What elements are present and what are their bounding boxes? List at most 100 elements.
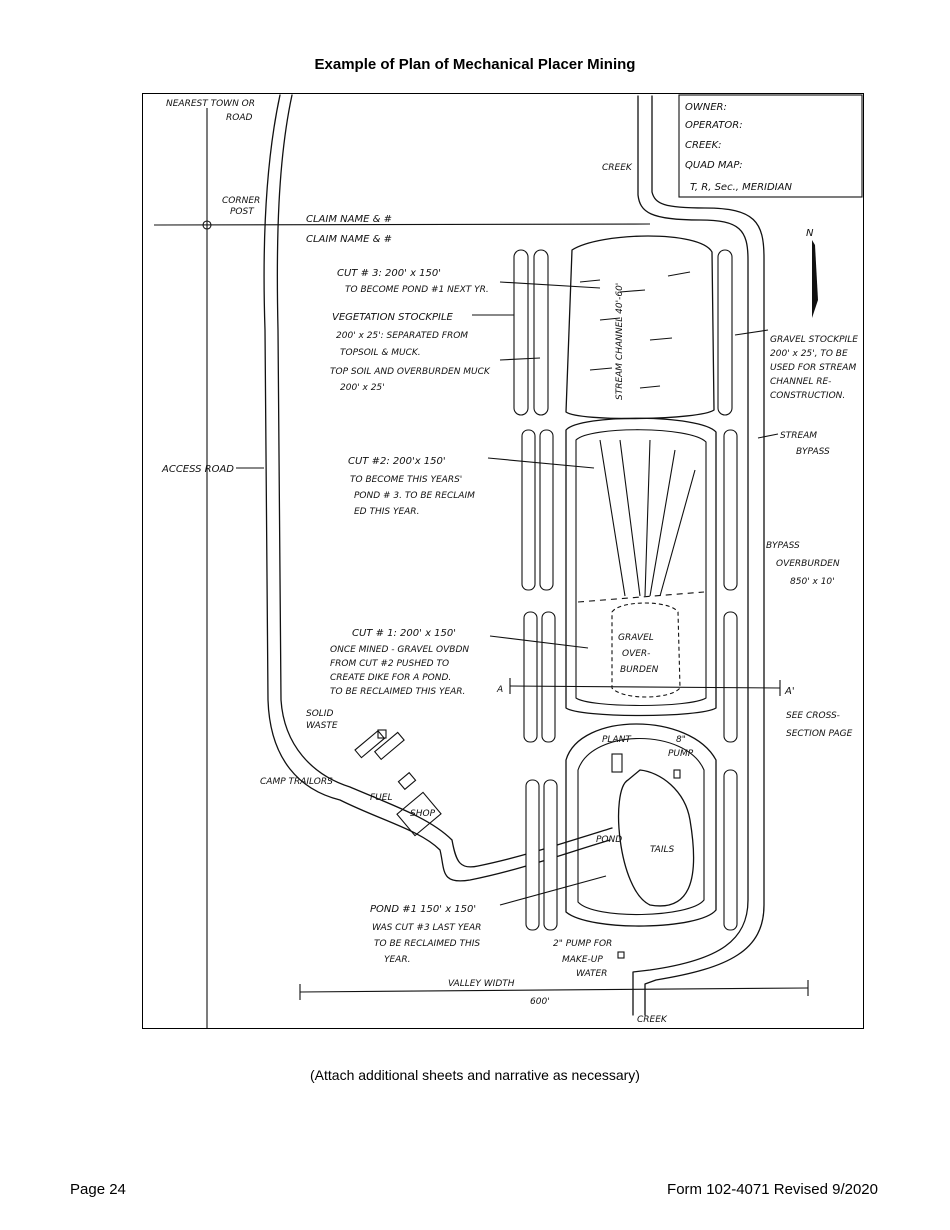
topsoil-arrow (499, 357, 541, 361)
creek-top-label: CREEK (602, 163, 633, 173)
gravel-stockpile-arrow (734, 329, 769, 336)
claim-name-1: CLAIM NAME & # (306, 214, 392, 225)
pump2-label-3: WATER (576, 969, 607, 979)
vegetation-stockpile (513, 249, 529, 416)
cut3-outline (565, 235, 715, 420)
topsoil-dimensions: 200' x 25' (340, 383, 385, 393)
plan-frame (142, 93, 864, 1029)
cut3-note: TO BECOME POND #1 NEXT YR. (345, 285, 489, 295)
pond1-dike-outer (565, 723, 717, 927)
claim-boundary-horizontal (153, 223, 651, 226)
gravel-overburden-label-2: OVER- (622, 649, 650, 659)
claim-name-2: CLAIM NAME & # (306, 234, 392, 245)
section-line (509, 685, 781, 689)
info-operator: OPERATOR: (685, 120, 743, 131)
info-owner: OWNER: (685, 102, 727, 113)
section-a-label: A (496, 685, 503, 695)
cut-boundary-dashed (577, 591, 705, 603)
gravel-stockpile-note-3: CHANNEL RE- (770, 377, 831, 387)
fuel-tank-icon (397, 771, 417, 791)
cut-dike-outer (565, 417, 717, 717)
stockpile-left-1 (521, 429, 536, 591)
solid-waste-label-2: WASTE (306, 721, 338, 731)
cut3-label: CUT # 3: 200' x 150' (337, 268, 441, 279)
corner-post-marker (202, 220, 212, 230)
pump-2in (617, 951, 625, 959)
pond1-note-2: TO BE RECLAIMED THIS (374, 939, 480, 949)
info-creek: CREEK: (685, 140, 722, 151)
veg-stockpile-note-2: TOPSOIL & MUCK. (340, 348, 421, 358)
bypass-overburden-label-2: OVERBURDEN (776, 559, 840, 569)
veg-stockpile-note-1: 200' x 25': SEPARATED FROM (336, 331, 468, 341)
cut1-note-2: FROM CUT #2 PUSHED TO (330, 659, 449, 669)
gravel-stockpile-note-4: CONSTRUCTION. (770, 391, 845, 401)
stockpile-right-2 (723, 611, 738, 743)
gravel-stockpile-note-2: USED FOR STREAM (770, 363, 856, 373)
cut2-note-1: TO BECOME THIS YEARS' (350, 475, 462, 485)
stockpile-right-1 (723, 429, 738, 591)
info-township: T, R, Sec., MERIDIAN (690, 182, 792, 193)
cut1-note-4: TO BE RECLAIMED THIS YEAR. (330, 687, 465, 697)
plant-label: PLANT (602, 735, 632, 745)
access-road-edge-left (263, 94, 611, 882)
access-road-label: ACCESS ROAD (161, 464, 234, 475)
north-label: N (806, 228, 814, 239)
creek-bottom-label: CREEK (637, 1015, 668, 1025)
valley-width-value: 600' (530, 997, 550, 1007)
cut1-note-1: ONCE MINED - GRAVEL OVBDN (330, 645, 469, 655)
gravel-stockpile-label: GRAVEL STOCKPILE (770, 335, 858, 345)
pump2-label: 2" PUMP FOR (553, 939, 612, 949)
gravel-overburden-label-1: GRAVEL (618, 633, 654, 643)
camp-trailers-icon (354, 729, 405, 761)
tailings-pond (618, 769, 695, 907)
stockpile-left-3 (523, 611, 538, 743)
bypass-overburden-label: BYPASS (766, 541, 800, 551)
valley-width-label: VALLEY WIDTH (448, 979, 515, 989)
nearest-town-label-2: ROAD (226, 113, 252, 123)
camp-trailers-label: CAMP TRAILORS (260, 777, 333, 787)
plant-structure (611, 753, 623, 773)
valley-width-dimension (299, 987, 809, 993)
cut-dike-inner (575, 429, 707, 707)
pond-label: POND (596, 835, 622, 845)
corner-post-label-2: POST (230, 207, 255, 217)
pump2-label-2: MAKE-UP (562, 955, 603, 965)
pond1-note-3: YEAR. (384, 955, 410, 965)
gravel-overburden-pile (611, 602, 681, 698)
north-arrow-icon (812, 240, 818, 318)
pond1-label: POND #1 150' x 150' (370, 904, 476, 915)
stream-channel-label: STREAM CHANNEL 40'-60' (615, 283, 625, 400)
cut2-arrow (487, 457, 595, 469)
cross-section-label: SEE CROSS- (786, 711, 840, 721)
form-id: Form 102-4071 Revised 9/2020 (667, 1181, 878, 1198)
solid-waste-bin (377, 729, 387, 739)
cut1-label: CUT # 1: 200' x 150' (352, 628, 456, 639)
cut2-note-2: POND # 3. TO BE RECLAIM (354, 491, 475, 501)
cut1-note-3: CREATE DIKE FOR A POND. (330, 673, 451, 683)
topsoil-label: TOP SOIL AND OVERBURDEN MUCK (330, 367, 491, 377)
cut1-arrow (489, 635, 589, 649)
cut2-dozer-lines (599, 439, 696, 597)
gravel-stockpile-note-1: 200' x 25', TO BE (770, 349, 848, 359)
section-a-prime-label: A' (784, 686, 795, 697)
info-quad-map: QUAD MAP: (685, 160, 743, 171)
cut2-note-3: ED THIS YEAR. (354, 507, 419, 517)
stream-bypass-label-2: BYPASS (796, 447, 830, 457)
access-road-edge-right (276, 94, 613, 868)
stockpile-left-5 (525, 779, 540, 931)
topsoil-stockpile (533, 249, 549, 416)
stream-bypass-arrow (757, 433, 779, 439)
cut2-label: CUT #2: 200'x 150' (348, 456, 446, 467)
stream-bypass-inner (632, 95, 749, 1016)
gravel-stockpile (717, 249, 733, 416)
solid-waste-label: SOLID (306, 709, 333, 719)
pump8-size: 8" (676, 735, 686, 745)
shop-building (396, 791, 442, 837)
stream-bypass-label: STREAM (780, 431, 817, 441)
info-box (678, 94, 863, 198)
stockpile-left-6 (543, 779, 558, 931)
cut3-gravel-marks (579, 271, 691, 389)
stream-bypass-outer (644, 95, 765, 1016)
stockpile-left-2 (539, 429, 554, 591)
